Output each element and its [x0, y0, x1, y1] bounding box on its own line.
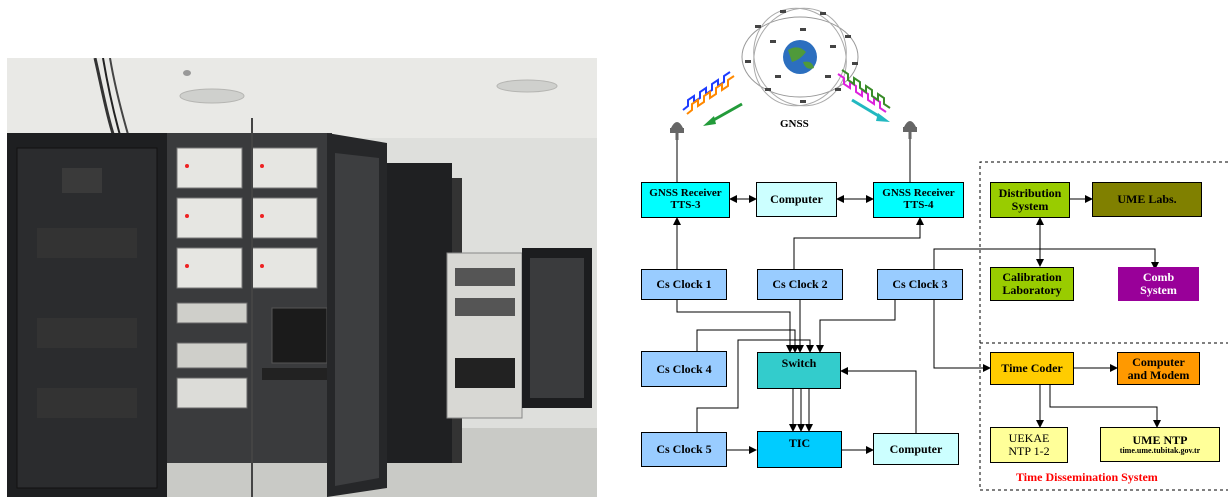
system-region-borders	[979, 161, 1228, 491]
cs-clock-3: Cs Clock 3	[877, 269, 963, 300]
time-coder: Time Coder	[990, 352, 1074, 385]
time-dissemination-title: Time Dissemination System	[1016, 470, 1158, 484]
switch-box: Switch	[757, 352, 841, 389]
tic-box: TIC	[757, 431, 842, 468]
gnss-constellation-icon	[741, 7, 859, 107]
antenna-right-icon	[903, 121, 917, 182]
cs-clock-4: Cs Clock 4	[641, 351, 727, 387]
signal-wave-left-icon	[682, 71, 743, 126]
signal-wave-right-icon	[837, 69, 891, 122]
antenna-left-icon	[670, 122, 684, 182]
computer-bottom: Computer	[873, 433, 959, 465]
computer-top: Computer	[756, 182, 837, 217]
rack-photo-drawing	[7, 58, 597, 497]
ume-labs: UME Labs.	[1092, 182, 1202, 217]
cs-clock-1: Cs Clock 1	[641, 269, 727, 300]
cs-clock-5: Cs Clock 5	[641, 432, 727, 467]
cs-clock-2: Cs Clock 2	[757, 269, 843, 300]
lab-rack-photo	[7, 58, 597, 497]
gnss-label: GNSS	[780, 118, 809, 130]
